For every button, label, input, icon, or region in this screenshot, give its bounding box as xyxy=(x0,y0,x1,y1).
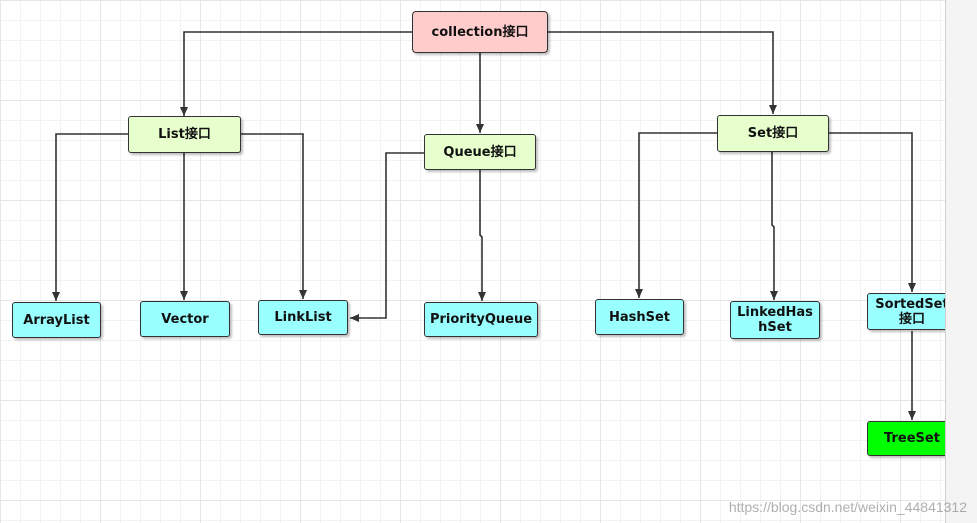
edge-collection-list xyxy=(180,31,412,116)
vector-node: Vector xyxy=(140,301,230,337)
sortedset-interface-node: SortedSet接口 xyxy=(867,293,957,330)
queue-interface-node: Queue接口 xyxy=(424,134,536,170)
edge-list-linklist xyxy=(241,133,307,299)
edge-set-linkedhashset xyxy=(770,152,778,300)
edge-queue-priorityqueue xyxy=(478,170,486,301)
edge-set-sortedset xyxy=(829,132,916,292)
list-interface-node: List接口 xyxy=(128,116,241,153)
set-interface-node: Set接口 xyxy=(717,115,829,152)
edge-collection-set xyxy=(548,31,777,114)
arraylist-node: ArrayList xyxy=(12,302,101,338)
hashset-node: HashSet xyxy=(595,299,684,335)
priorityqueue-node: PriorityQueue xyxy=(424,302,538,337)
linklist-node: LinkList xyxy=(258,300,348,335)
edge-queue-linklist xyxy=(350,152,424,322)
collection-interface-node: collection接口 xyxy=(412,11,548,53)
treeset-node: TreeSet xyxy=(867,421,957,456)
csdn-watermark: https://blog.csdn.net/weixin_44841312 xyxy=(728,499,967,515)
edge-set-hashset xyxy=(635,132,717,298)
linkedhashset-node: LinkedHashSet xyxy=(730,301,820,339)
editor-side-panel xyxy=(945,0,977,523)
edge-list-arraylist xyxy=(52,133,128,301)
